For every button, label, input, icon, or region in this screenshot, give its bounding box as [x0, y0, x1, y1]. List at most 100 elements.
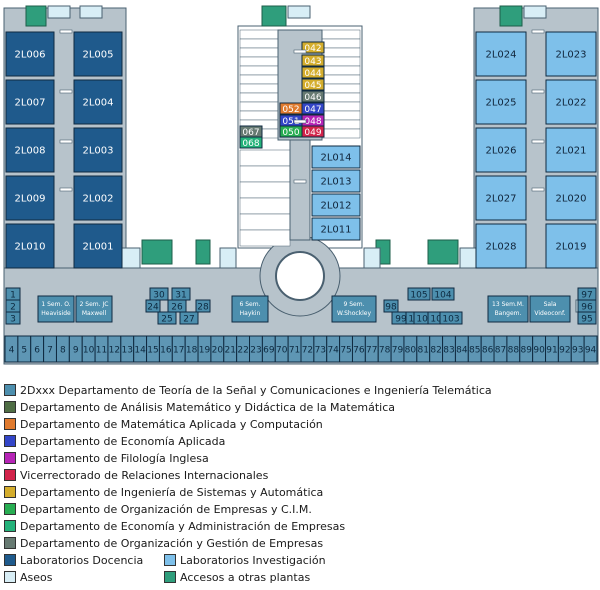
- office-slot: [239, 56, 279, 67]
- room-label: 88: [508, 346, 520, 356]
- legend-label: Departamento de Ingeniería de Sistemas y…: [20, 485, 324, 499]
- office-068: 068: [239, 136, 263, 149]
- room-85: 85: [467, 335, 482, 363]
- legend-label: Departamento de Matemática Aplicada y Co…: [20, 417, 323, 431]
- room-label: 27: [183, 315, 194, 325]
- office-slot: [239, 197, 291, 215]
- seminar-line1: 2 Sem. JC: [80, 301, 109, 308]
- office-slot: [239, 229, 291, 247]
- office-050: 050: [279, 125, 303, 138]
- room-8: 8: [55, 335, 70, 363]
- room-label: 2L014: [320, 153, 351, 164]
- office-067: 067: [239, 125, 263, 138]
- legend-item: Laboratorios Investigación: [164, 552, 326, 568]
- legend-label: Vicerrectorado de Relaciones Internacion…: [20, 468, 269, 482]
- seminar-line1: 6 Sem.: [240, 301, 261, 308]
- legend-item: Departamento de Matemática Aplicada y Co…: [4, 416, 323, 432]
- room-label: 044: [304, 69, 321, 79]
- seminar-line1: Sala: [544, 301, 557, 308]
- office-slot: [321, 56, 361, 67]
- room-label: 104: [434, 291, 451, 301]
- room-label: 10: [83, 346, 95, 356]
- room-86: 86: [480, 335, 495, 363]
- room-label: 2L022: [555, 98, 586, 109]
- lab-room-2L013: 2L013: [311, 169, 361, 193]
- office-slot: [321, 119, 361, 130]
- legend-item: Departamento de Análisis Matemático y Di…: [4, 399, 395, 415]
- room-label: 052: [282, 105, 299, 115]
- office-slot: [321, 128, 361, 139]
- room-77: 77: [364, 335, 379, 363]
- room-label: 046: [304, 93, 321, 103]
- room-label: 25: [161, 315, 172, 325]
- office-052: 052: [279, 102, 303, 115]
- room-96: 96: [577, 299, 597, 313]
- room-label: 97: [581, 291, 592, 301]
- room-label: 2L006: [14, 50, 45, 61]
- office-slot: [239, 181, 291, 199]
- seminar-line1: 1 Sem. O.: [41, 301, 70, 308]
- office-slot: [321, 110, 361, 121]
- lab-room-2L012: 2L012: [311, 193, 361, 217]
- legend-label: Laboratorios Docencia: [20, 553, 144, 567]
- room-label: 049: [304, 128, 321, 138]
- room-label: 17: [173, 346, 184, 356]
- room-label: 96: [581, 303, 593, 313]
- office-044: 044: [301, 66, 325, 79]
- lab-room-2L006: 2L006: [5, 31, 55, 77]
- legend-label: Departamento de Filología Inglesa: [20, 451, 209, 465]
- room-27: 27: [179, 311, 199, 325]
- room-5: 5: [17, 335, 32, 363]
- legend-label: Departamento de Organización y Gestión d…: [20, 536, 324, 550]
- room-label: 28: [197, 303, 209, 313]
- legend-item: Laboratorios Docencia: [4, 552, 143, 568]
- room-label: 047: [304, 105, 321, 115]
- room-73: 73: [313, 335, 328, 363]
- legend-swatch: [4, 452, 16, 464]
- room-label: 2L003: [82, 146, 113, 157]
- room-80: 80: [403, 335, 418, 363]
- seminar-room: 9 Sem.W.Shockley: [331, 295, 377, 323]
- room-84: 84: [454, 335, 469, 363]
- office-slot: [239, 149, 291, 167]
- legend-swatch: [4, 384, 16, 396]
- room-label: 79: [392, 346, 404, 356]
- room-13: 13: [120, 335, 135, 363]
- seminar-line2: W.Shockley: [337, 310, 372, 317]
- legend-label: Accesos a otras plantas: [180, 570, 311, 584]
- room-label: 85: [469, 346, 480, 356]
- room-label: 103: [442, 315, 459, 325]
- room-label: 042: [304, 44, 321, 54]
- room-87: 87: [493, 335, 508, 363]
- lab-room-2L002: 2L002: [73, 175, 123, 221]
- room-label: 2L027: [485, 194, 516, 205]
- center-corridor: [289, 139, 311, 241]
- room-label: 22: [237, 346, 248, 356]
- room-11: 11: [94, 335, 109, 363]
- legend-item: Departamento de Organización de Empresas…: [4, 501, 312, 517]
- room-label: 2L004: [82, 98, 113, 109]
- room-97: 97: [577, 287, 597, 301]
- room-label: 18: [186, 346, 198, 356]
- lab-room-2L023: 2L023: [545, 31, 597, 77]
- room-98: 98: [383, 299, 399, 313]
- room-label: 2L019: [555, 242, 586, 253]
- room-82: 82: [429, 335, 444, 363]
- legend-swatch: [4, 520, 16, 532]
- lab-room-2L019: 2L019: [545, 223, 597, 269]
- lab-room-2L024: 2L024: [475, 31, 527, 77]
- legend-swatch: [4, 418, 16, 430]
- lab-room-2L027: 2L027: [475, 175, 527, 221]
- room-label: 2L001: [82, 242, 113, 253]
- room-label: 87: [495, 346, 506, 356]
- room-12: 12: [107, 335, 122, 363]
- room-15: 15: [146, 335, 160, 363]
- office-slot: [321, 38, 361, 49]
- room-22: 22: [236, 335, 251, 363]
- room-label: 76: [353, 346, 365, 356]
- office-046: 046: [301, 90, 325, 103]
- room-label: 74: [327, 346, 339, 356]
- office-slot: [239, 165, 291, 183]
